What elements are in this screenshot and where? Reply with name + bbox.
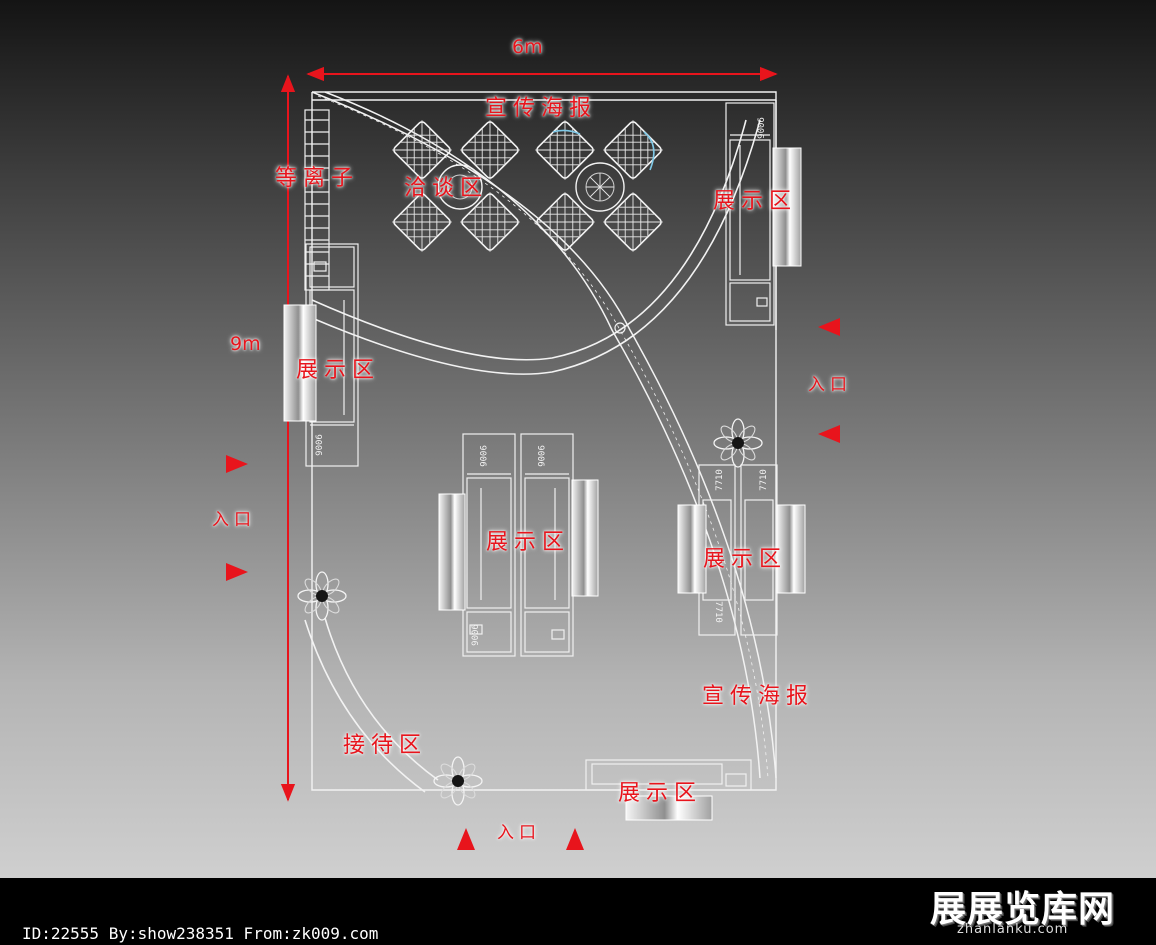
zone-label-poster-right: 宣传海报 — [702, 684, 815, 709]
zone-label-display-right-lower: 展示区 — [703, 547, 788, 572]
site-watermark-url: zhanlanku.com — [957, 922, 1069, 937]
machine-model-label: 9006 — [471, 624, 481, 646]
plasma-screen — [304, 109, 330, 291]
glass-display-stands — [283, 147, 806, 821]
flower-decoration-right — [713, 418, 763, 468]
zone-label-negotiation: 洽谈区 — [404, 176, 489, 201]
footer-info-text: ID:22555 By:show238351 From:zk009.com — [22, 924, 379, 943]
entrance-label-bottom: 入口 — [497, 823, 541, 843]
entrance-arrows — [226, 318, 840, 850]
machine-model-label: 7710 — [759, 469, 769, 491]
zone-label-display-center: 展示区 — [486, 530, 571, 555]
zone-label-display-bottom: 展示区 — [618, 781, 703, 806]
site-watermark: 展展览库网 — [930, 888, 1116, 930]
zone-label-display-left: 展示区 — [296, 358, 381, 383]
machine-model-label: 9006 — [315, 434, 325, 456]
flower-decoration-left — [297, 571, 347, 621]
zone-label-reception: 接待区 — [343, 733, 428, 758]
machine-model-label: 7710 — [715, 469, 725, 491]
entrance-label-right: 入口 — [808, 375, 852, 395]
machine-model-label: 9006 — [757, 117, 767, 139]
machine-model-label: 9006 — [535, 445, 545, 467]
floor-plan-drawing: 9006 9006 9006 9006 9006 7710 7710 7710 — [226, 66, 840, 850]
entrance-label-left: 入口 — [212, 510, 256, 530]
footer-bar: ID:22555 By:show238351 From:zk009.com 展展… — [0, 878, 1156, 945]
negotiation-furniture — [391, 119, 664, 253]
zone-label-poster-top: 宣传海报 — [485, 96, 598, 121]
zone-label-display-right-upper: 展示区 — [713, 189, 798, 214]
flower-decoration-bottom — [433, 756, 483, 806]
width-label: 6m — [512, 36, 543, 58]
depth-label: 9m — [230, 333, 261, 355]
machine-model-label: 9006 — [477, 445, 487, 467]
floor-plan: 9006 9006 9006 9006 9006 7710 7710 7710 6m 9m 宣… — [0, 0, 1156, 878]
machine-model-label: 7710 — [713, 601, 723, 623]
zone-label-plasma: 等离子 — [275, 166, 360, 191]
curved-walls — [304, 91, 777, 793]
